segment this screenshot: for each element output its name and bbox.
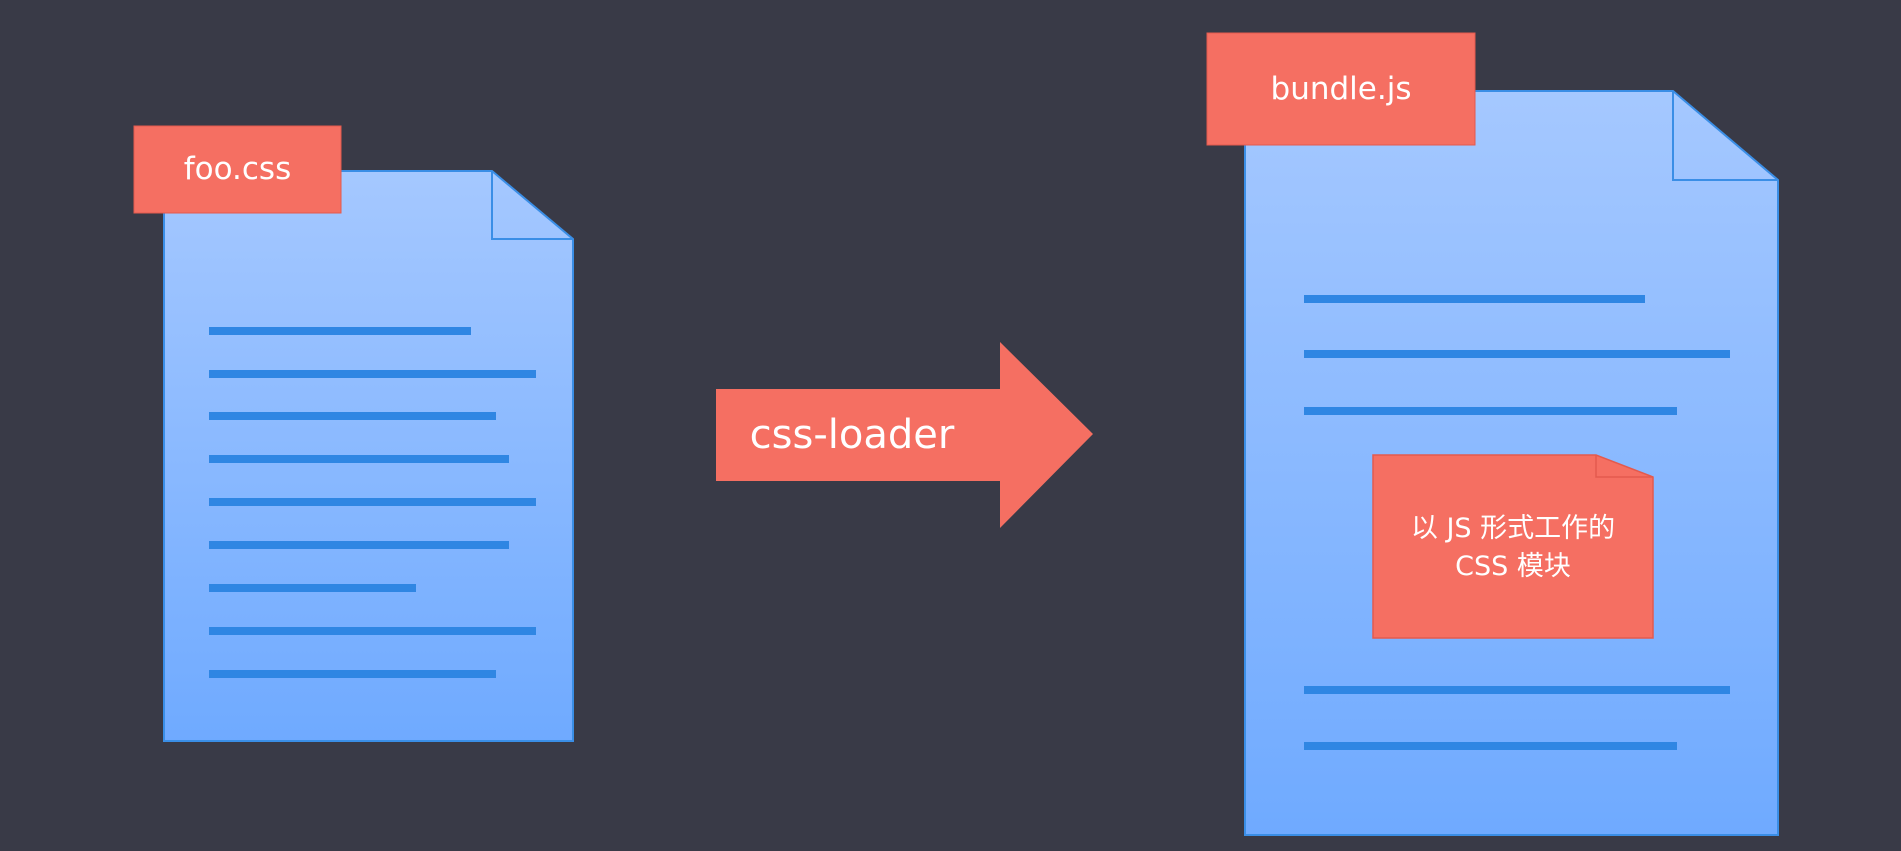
embedded-module-label-line1: 以 JS 形式工作的 (1410, 513, 1616, 544)
output-document (1206, 32, 1779, 836)
source-file-tab (133, 125, 342, 214)
transform-arrow (716, 342, 1093, 528)
transform-label: css-loader (749, 412, 955, 458)
embedded-module-label-line2: CSS 模块 (1455, 551, 1571, 582)
output-file-name: bundle.js (1270, 71, 1412, 107)
embedded-module-block (1372, 454, 1654, 639)
output-document-fold (1672, 91, 1778, 181)
source-document (133, 125, 574, 742)
embedded-module-fold (1595, 455, 1653, 478)
output-document-lines (1304, 295, 1730, 750)
source-document-lines (209, 327, 536, 678)
source-file-name: foo.css (183, 151, 292, 187)
output-file-tab (1206, 32, 1476, 146)
source-document-fold (491, 171, 573, 240)
embedded-module-label: 以 JS 形式工作的 CSS 模块 (1373, 510, 1653, 586)
